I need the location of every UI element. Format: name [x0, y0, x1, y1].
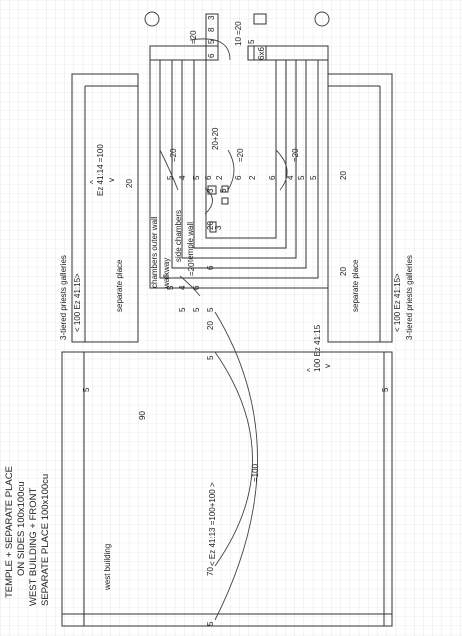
west-building-frame — [61, 351, 393, 627]
num-5-i: 5 — [192, 307, 201, 312]
num-6-d: 6 — [206, 265, 215, 270]
num-6-top: 6 — [207, 53, 216, 58]
num-5-e: 5 — [309, 175, 318, 180]
num-6-b: 6 — [234, 175, 243, 180]
label-10-eq20: 10 =20 — [234, 21, 243, 46]
num-5-h: 5 — [206, 307, 215, 312]
num-3-a: 3 — [206, 188, 215, 193]
label-ez4115-100: 100 Ez 41:15 — [313, 324, 322, 372]
label-separate-place-left: separate place — [115, 259, 124, 312]
left-separate-place-frame — [71, 73, 139, 343]
num-3-b: 3 — [214, 225, 223, 230]
title-line-2: ON SIDES 100x100cu — [16, 481, 27, 576]
label-side-chambers: side chambers — [174, 210, 183, 262]
label-ez4115-right: < 100 Ez 41:15> — [393, 273, 402, 332]
num-8-top: 8 — [207, 27, 216, 32]
num-5-j: 5 — [178, 307, 187, 312]
num-3-top: 3 — [207, 15, 216, 20]
diagram-title: TEMPLE + SEPARATE PLACE ON SIDES 100x100… — [4, 466, 51, 606]
num-5-c: 5 — [192, 175, 201, 180]
caret-up-ez4115: ^ — [306, 368, 315, 372]
num-5-left-bldg: 5 — [82, 387, 91, 392]
num-4-a: 4 — [286, 175, 295, 180]
label-eq100-arc: =100 — [251, 463, 260, 482]
label-eq20-b: =20 — [236, 148, 245, 162]
label-eq20-d: =20 — [187, 262, 196, 276]
caret-up-ez4114: ^ — [89, 180, 98, 184]
num-5-bottom-bldg: 5 — [206, 621, 215, 626]
num-5-b: 4 — [178, 175, 187, 180]
num-20-left-top: 20 — [125, 179, 134, 188]
num-6-a: 6 — [204, 175, 213, 180]
num-5-right-bldg: 5 — [381, 387, 390, 392]
num-5-a: 5 — [166, 175, 175, 180]
caret-down-ez4115: v — [323, 364, 332, 368]
num-20-bottom: 20 — [206, 321, 215, 330]
right-top-circle — [314, 11, 330, 27]
num-5-f: 5 — [219, 188, 228, 193]
label-eq20-top: =20 — [189, 30, 198, 44]
title-line-4: SEPARATE PLACE 100x100cu — [40, 474, 51, 606]
num-5-top-right: 5 — [247, 39, 256, 44]
num-5-top: 5 — [207, 39, 216, 44]
left-top-circle — [144, 11, 160, 27]
label-galleries-right: 3-tiered priests galleries — [405, 255, 414, 340]
label-ez4114: Ez 41:14 =100 — [96, 144, 105, 196]
num-6-c: 6 — [268, 175, 277, 180]
label-sum-20-20: 20+20 — [211, 127, 220, 150]
num-5-g: 5 — [166, 285, 175, 290]
num-2-a: 2 — [215, 175, 224, 180]
label-galleries-left: 3-tiered priests galleries — [59, 255, 68, 340]
structure-lines — [61, 13, 393, 627]
title-line-3: WEST BUILDING + FRONT — [28, 487, 39, 606]
title-line-1: TEMPLE + SEPARATE PLACE — [4, 466, 15, 598]
label-temple-wall: temple wall — [186, 222, 195, 262]
num-20-right-mid: 20 — [339, 267, 348, 276]
label-walkway: walkway — [162, 258, 171, 289]
caret-down-ez4114: v — [107, 178, 116, 182]
num-70: 70 — [206, 567, 215, 576]
num-4-b: 4 — [178, 285, 187, 290]
num-5-k: 5 — [206, 355, 215, 360]
label-ez4115-left: < 100 Ez 41:15> — [73, 273, 82, 332]
label-eq20-c: =20 — [291, 148, 300, 162]
num-6-e: 6 — [192, 285, 201, 290]
label-ez4113: < Ez 41:13 =100+100 > — [208, 482, 217, 566]
num-20-mid: 20 — [206, 221, 215, 230]
num-5-d: 5 — [297, 175, 306, 180]
num-90: 90 — [138, 411, 147, 420]
num-2-b: 2 — [248, 175, 257, 180]
label-west-building: west building — [103, 544, 112, 591]
label-eq20-a: =20 — [169, 148, 178, 162]
label-separate-place-right: separate place — [351, 259, 360, 312]
measure-arcs — [159, 38, 288, 621]
label-chambers-outer-wall: chambers outer wall — [150, 216, 159, 288]
label-6x6: 6x6 — [257, 47, 266, 60]
num-20-right-top: 20 — [339, 171, 348, 180]
